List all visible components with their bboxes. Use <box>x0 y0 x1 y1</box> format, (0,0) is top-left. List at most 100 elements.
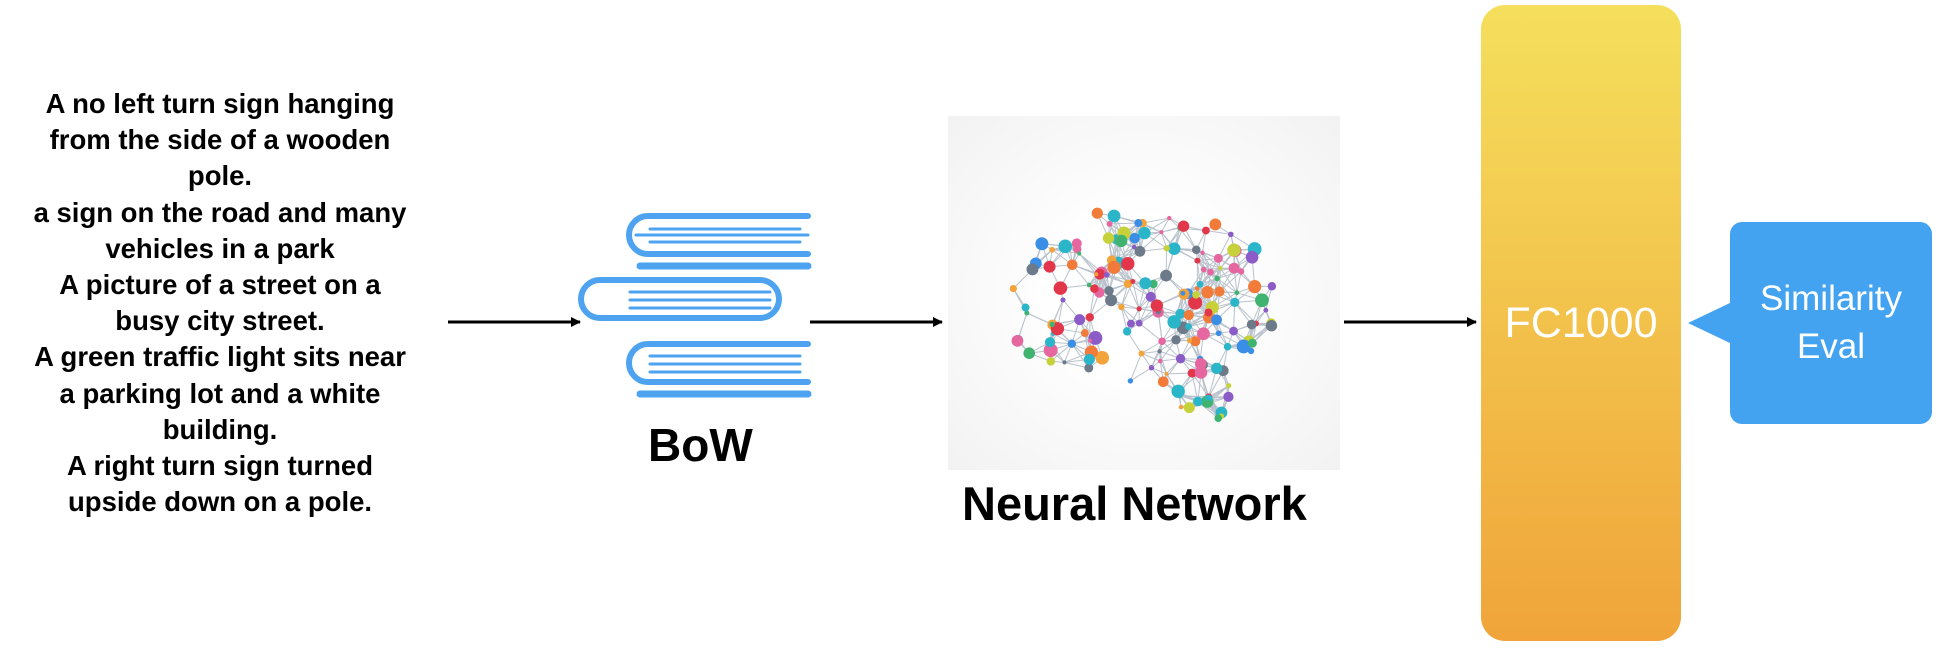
similarity-eval-box: Similarity Eval <box>1730 222 1932 424</box>
brain-node <box>1138 226 1151 240</box>
brain-node <box>1164 371 1169 376</box>
brain-node <box>1138 350 1145 357</box>
brain-node <box>1129 232 1140 244</box>
brain-node <box>1191 245 1201 255</box>
caption-line: vehicles in a park <box>105 232 335 264</box>
brain-node <box>1067 339 1077 348</box>
brain-node <box>1245 250 1259 264</box>
brain-node <box>1074 314 1086 326</box>
books-icon <box>578 213 812 398</box>
brain-node <box>1209 218 1222 231</box>
brain-node <box>1186 337 1193 344</box>
caption-line: building. <box>162 413 278 445</box>
brain-network-icon <box>1009 207 1278 422</box>
brain-node <box>1163 245 1170 252</box>
brain-node <box>1103 272 1110 278</box>
bow-label: BoW <box>648 419 753 471</box>
brain-node <box>1170 244 1180 253</box>
brain-node <box>1171 335 1181 345</box>
brain-node <box>1193 396 1203 407</box>
brain-node <box>1130 278 1136 284</box>
brain-node <box>1084 363 1094 373</box>
brain-node <box>1058 239 1073 254</box>
brain-node <box>1024 310 1030 316</box>
brain-node <box>1091 207 1103 219</box>
brain-node <box>1134 245 1146 257</box>
brain-node <box>1185 323 1192 330</box>
brain-node <box>1167 215 1172 221</box>
brain-node <box>1104 286 1114 296</box>
brain-node <box>1135 319 1143 327</box>
caption-line: a sign on the road and many <box>33 196 407 228</box>
brain-node <box>1090 284 1099 293</box>
brain-node <box>1200 250 1205 255</box>
caption-line: A right turn sign turned <box>66 450 374 482</box>
brain-node <box>1023 347 1036 360</box>
brain-node <box>1230 297 1240 307</box>
brain-node <box>1157 349 1162 354</box>
brain-node <box>1158 337 1166 346</box>
brain-node <box>1190 336 1201 347</box>
brain-node <box>1088 331 1103 345</box>
caption-line: pole. <box>187 160 253 192</box>
brain-node <box>1194 357 1207 370</box>
brain-node <box>1095 351 1110 365</box>
brain-node <box>1049 246 1056 253</box>
caption-line: from the side of a wooden <box>49 124 391 156</box>
similarity-label-line1: Similarity <box>1760 279 1902 318</box>
brain-node <box>1009 284 1017 293</box>
brain-node <box>1094 272 1099 277</box>
brain-node <box>1145 291 1156 302</box>
brain-node <box>1107 209 1121 223</box>
brain-node <box>1214 286 1225 297</box>
brain-node <box>1167 315 1182 329</box>
brain-node <box>1255 293 1269 308</box>
brain-node <box>1106 220 1113 227</box>
brain-node <box>1201 286 1214 299</box>
brain-node <box>1215 330 1222 337</box>
brain-node <box>1134 219 1143 228</box>
brain-node <box>1094 268 1106 280</box>
brain-node <box>1118 303 1125 311</box>
brain-node <box>1267 282 1277 291</box>
brain-node <box>1236 339 1251 354</box>
brain-node <box>1194 286 1200 291</box>
brain-node <box>1139 277 1152 290</box>
brain-node <box>1265 320 1278 332</box>
brain-node <box>1214 414 1223 422</box>
brain-node <box>1263 307 1269 313</box>
brain-node <box>1159 230 1164 235</box>
brain-node <box>1046 356 1056 366</box>
brain-node <box>1080 329 1089 338</box>
brain-node <box>1066 259 1078 271</box>
brain-node <box>1183 402 1195 414</box>
brain-node <box>1228 262 1240 274</box>
brain-node <box>1207 268 1214 276</box>
brain-node <box>1157 376 1169 388</box>
brain-node <box>1204 308 1213 317</box>
brain-node <box>1127 378 1134 384</box>
brain-node <box>1180 290 1186 296</box>
brain-node <box>1196 280 1204 288</box>
brain-node <box>1197 327 1210 341</box>
brain-node <box>1247 338 1257 348</box>
brain-node <box>1115 234 1128 248</box>
brain-node <box>1223 342 1232 351</box>
brain-node <box>1062 360 1067 365</box>
brain-node <box>1136 306 1142 312</box>
brain-node <box>1085 313 1094 322</box>
brain-node <box>1123 279 1133 288</box>
brain-node <box>1049 321 1055 328</box>
brain-node <box>1178 404 1184 410</box>
brain-node <box>1083 353 1095 365</box>
fc1000-layer: FC1000 <box>1481 5 1681 641</box>
brain-node <box>1246 319 1257 330</box>
brain-node <box>1160 269 1172 282</box>
neural-network-label: Neural Network <box>962 477 1307 530</box>
brain-node <box>1060 297 1066 303</box>
brain-node <box>1228 231 1234 238</box>
brain-node <box>1026 263 1039 276</box>
brain-node <box>1183 309 1194 321</box>
brain-node <box>1210 362 1223 374</box>
